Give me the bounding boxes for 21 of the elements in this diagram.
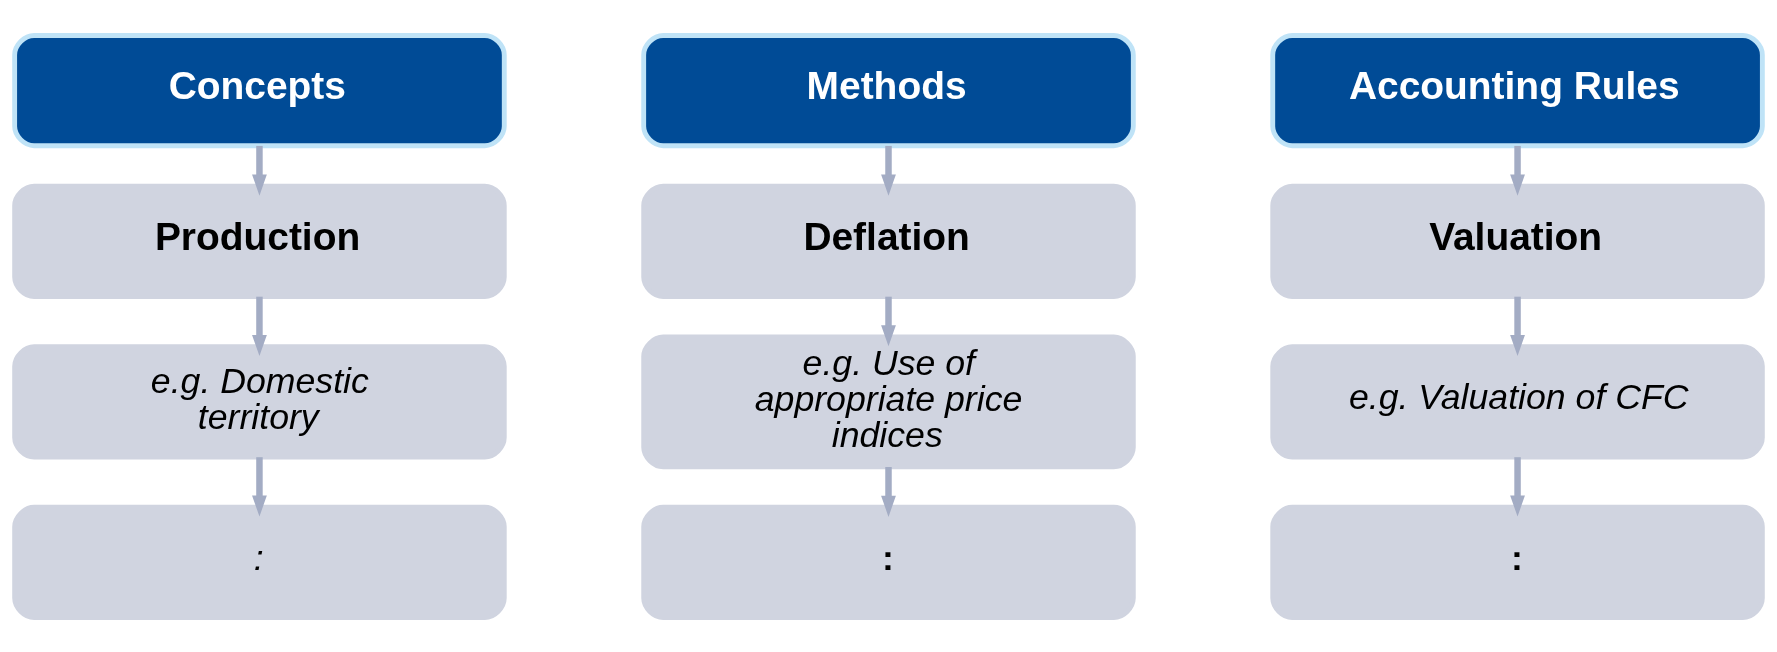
node-box: Deflation xyxy=(641,183,1136,299)
arrow xyxy=(1510,456,1525,517)
arrow xyxy=(881,296,896,346)
node-box: Valuation xyxy=(1270,183,1765,299)
node-box: Production xyxy=(12,183,507,299)
arrow xyxy=(252,145,267,196)
arrow xyxy=(252,456,267,517)
arrow xyxy=(1510,296,1525,356)
node-box: : xyxy=(641,504,1136,620)
node-box: : xyxy=(1270,504,1765,620)
arrow xyxy=(881,145,896,196)
node-box: e.g. Domestic territory xyxy=(12,343,507,459)
arrow xyxy=(252,296,267,356)
arrow xyxy=(881,466,896,517)
arrow xyxy=(1510,145,1525,196)
node-box: : xyxy=(12,504,507,620)
node-box: Concepts xyxy=(12,32,507,148)
node-box: e.g. Use of appropriate price indices xyxy=(641,334,1136,469)
node-box: Methods xyxy=(641,32,1136,148)
node-box: e.g. Valuation of CFC xyxy=(1270,343,1765,459)
node-box: Accounting Rules xyxy=(1270,32,1765,148)
